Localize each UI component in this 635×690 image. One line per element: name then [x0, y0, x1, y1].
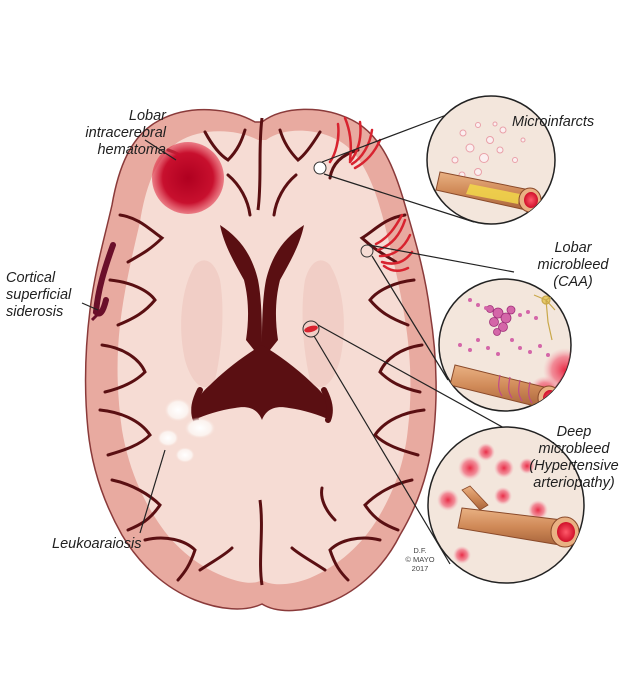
cortical-siderosis — [92, 242, 116, 317]
inset-microinfarcts — [426, 95, 556, 225]
ventricle-horns — [191, 387, 333, 423]
label-cortical-siderosis: Cortical superficial siderosis — [6, 270, 72, 320]
label-deep-microbleed: Deep microbleed (Hypertensive arteriopat… — [529, 424, 619, 491]
lateral-ventricles-anterior — [220, 225, 304, 360]
label-microinfarcts: Microinfarcts — [512, 114, 595, 130]
lateral-ventricles-posterior — [192, 345, 332, 420]
interhemispheric-fissure — [256, 117, 264, 586]
artist-credit: D.F. © MAYO 2017 — [405, 546, 435, 573]
microinfarct-dots — [451, 121, 526, 193]
microinfarct-marker — [313, 161, 327, 175]
label-leukoaraiosis: Leukoaraiosis — [52, 536, 142, 552]
leukoaraiosis-lesions — [157, 398, 216, 463]
deep-microbleed-marker — [304, 325, 318, 333]
deep-microbleed-spots — [437, 443, 548, 564]
label-lobar-microbleed: Lobar microbleed (CAA) — [537, 240, 609, 290]
right-basal-ganglia — [302, 260, 344, 388]
brain-axial-slice — [84, 108, 437, 612]
lobar-hematoma — [152, 142, 224, 214]
amyloid-beads — [458, 298, 550, 357]
inset-deep-microbleed — [427, 426, 585, 584]
label-lobar-hematoma: Lobar intracerebral hematoma — [85, 108, 166, 158]
left-basal-ganglia — [181, 260, 223, 388]
lobar-microbleed-marker — [360, 244, 374, 258]
cortical-vessels-frontal — [328, 116, 382, 170]
deep-microbleed-ring — [302, 320, 320, 338]
right-gyri — [272, 128, 426, 582]
inset-lobar-microbleed — [438, 278, 572, 412]
vessel-lumen-b — [537, 385, 561, 411]
